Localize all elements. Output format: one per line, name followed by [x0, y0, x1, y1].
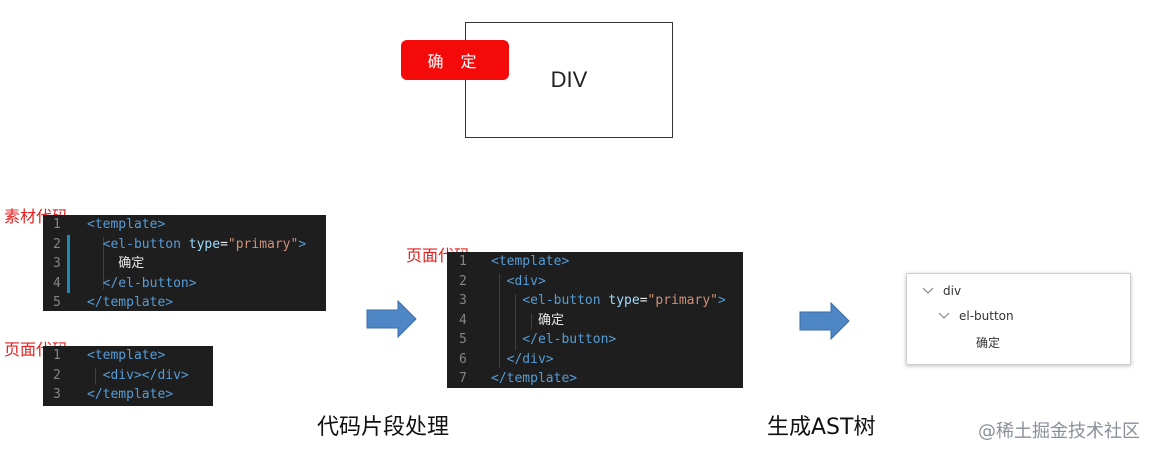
code-text: </template> — [87, 385, 173, 405]
code-token: type — [608, 293, 640, 308]
code-text: </div> — [491, 350, 554, 370]
code-token: <div> — [491, 273, 546, 289]
code-line: 1 <template> — [43, 346, 213, 366]
code-text: </el-button> — [491, 330, 616, 350]
tree-node-label: el-button — [959, 309, 1014, 323]
tree-node-label: 确定 — [976, 336, 1001, 350]
code-token: </template> — [87, 387, 174, 402]
code-token: = — [220, 236, 228, 252]
chevron-down-icon — [922, 287, 934, 294]
line-number: 4 — [53, 275, 61, 291]
code-text: 确定 — [491, 311, 564, 331]
code-line: 2 <div> — [447, 272, 743, 292]
line-number: 3 — [53, 387, 61, 402]
code-text: </template> — [87, 293, 173, 313]
code-line: 6 </div> — [447, 350, 743, 370]
indent-guide — [95, 368, 96, 384]
code-token: 确定 — [87, 256, 145, 271]
indent-guide — [515, 294, 516, 350]
code-token: </el-button> — [491, 332, 617, 347]
code-text: <template> — [87, 215, 165, 235]
code-line: 1 <template> — [43, 215, 326, 235]
arrow-right-icon — [366, 300, 417, 338]
line-number: 5 — [459, 332, 467, 347]
code-token: </template> — [491, 371, 578, 386]
code-token: "primary" — [227, 236, 299, 252]
line-number: 5 — [53, 295, 61, 310]
code-token: "primary" — [647, 293, 718, 308]
code-line: 2 <div></div> — [43, 366, 213, 386]
code-token: = — [639, 293, 648, 308]
tree-node-el-button[interactable]: el-button — [937, 309, 1014, 323]
code-line: 4 </el-button> — [43, 274, 326, 294]
modified-lines-marker — [67, 235, 70, 293]
code-token: </div> — [491, 351, 554, 367]
code-text: <template> — [491, 252, 569, 272]
code-line: 5 </el-button> — [447, 330, 743, 350]
code-token: 确定 — [491, 312, 564, 328]
line-number: 3 — [53, 256, 61, 271]
code-text: <el-button type="primary"> — [491, 291, 726, 311]
div-demo-label: DIV — [550, 67, 588, 92]
line-number: 1 — [53, 217, 61, 232]
confirm-button-demo[interactable]: 确 定 — [401, 40, 509, 80]
line-number: 2 — [53, 236, 61, 252]
code-line: 7 </template> — [447, 369, 743, 389]
code-text: </template> — [491, 369, 577, 389]
arrow-right-icon — [799, 302, 850, 340]
code-token: <template> — [87, 348, 166, 363]
code-line: 2 <el-button type="primary"> — [43, 235, 326, 255]
line-number: 1 — [53, 348, 61, 363]
code-token: > — [298, 236, 307, 252]
code-text: <template> — [87, 346, 165, 366]
code-text: <el-button type="primary"> — [87, 235, 307, 255]
code-line: 3 <el-button type="primary"> — [447, 291, 743, 311]
line-number: 3 — [459, 293, 467, 308]
code-text: </el-button> — [87, 274, 197, 294]
code-token: <template> — [87, 217, 166, 232]
code-text: 确定 — [87, 254, 144, 274]
indent-guide — [531, 314, 532, 330]
watermark: @稀土掘金技术社区 — [978, 421, 1140, 442]
tree-node-div[interactable]: div — [921, 284, 961, 298]
code-token: <el-button — [491, 293, 609, 308]
ast-tree-panel: div el-button 确定 — [906, 273, 1131, 365]
code-text: <div> — [491, 272, 546, 292]
code-line: 3 确定 — [43, 254, 326, 274]
result-code-panel: 1<template>2 <div>3 <el-button type="pri… — [447, 252, 743, 388]
process-caption: 代码片段处理 — [317, 415, 450, 440]
code-token: <el-button — [87, 236, 189, 252]
line-number: 4 — [459, 312, 467, 328]
tree-node-label: div — [943, 284, 962, 298]
page-code-panel: 1<template>2 <div></div>3</template> — [43, 346, 213, 406]
code-text: <div></div> — [87, 366, 189, 386]
indent-guide — [103, 237, 104, 289]
code-line: 3 </template> — [43, 385, 213, 405]
line-number: 2 — [459, 273, 467, 289]
code-token: type — [188, 236, 221, 252]
code-line: 1 <template> — [447, 252, 743, 272]
ast-caption: 生成AST树 — [767, 415, 876, 440]
code-token: <div></div> — [87, 367, 189, 383]
code-token: <template> — [491, 254, 570, 269]
code-line: 5 </template> — [43, 293, 326, 313]
tree-node-text[interactable]: 确定 — [976, 334, 1000, 351]
code-token: </el-button> — [87, 275, 197, 291]
code-token: > — [718, 293, 726, 308]
code-token: </template> — [87, 295, 174, 310]
line-number: 2 — [53, 367, 61, 383]
chevron-down-icon — [938, 312, 950, 319]
material-code-panel: 1<template>2 <el-button type="primary">3… — [43, 215, 326, 311]
code-line: 4 确定 — [447, 311, 743, 331]
line-number: 7 — [459, 371, 467, 386]
indent-guide — [499, 274, 500, 368]
line-number: 6 — [459, 351, 467, 367]
line-number: 1 — [459, 254, 467, 269]
